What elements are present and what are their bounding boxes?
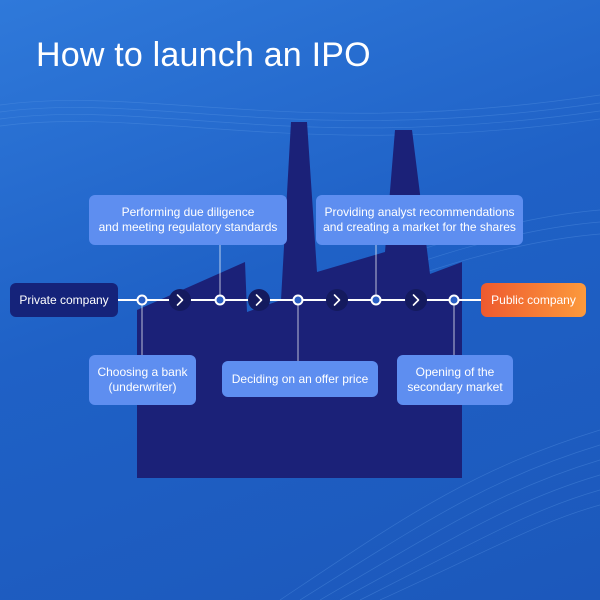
timeline-node-icon xyxy=(214,294,226,306)
end-stage-label: Public company xyxy=(491,292,576,307)
step-label: Providing analyst recommendations and cr… xyxy=(323,205,516,234)
end-stage-box: Public company xyxy=(481,283,586,317)
start-stage-label: Private company xyxy=(19,292,109,307)
step-box-offer-price: Deciding on an offer price xyxy=(222,361,378,397)
chevron-right-icon xyxy=(248,289,270,311)
chevron-right-icon xyxy=(405,289,427,311)
timeline-node-icon xyxy=(292,294,304,306)
connector-lines xyxy=(141,245,455,361)
page-title: How to launch an IPO xyxy=(36,36,371,74)
step-box-choosing-bank: Choosing a bank (underwriter) xyxy=(89,355,196,405)
chevron-right-icon xyxy=(326,289,348,311)
step-box-analyst-recommendations: Providing analyst recommendations and cr… xyxy=(316,195,523,245)
step-label: Performing due diligence and meeting reg… xyxy=(98,205,278,234)
timeline-node-icon xyxy=(370,294,382,306)
step-label: Choosing a bank (underwriter) xyxy=(97,365,188,394)
step-box-due-diligence: Performing due diligence and meeting reg… xyxy=(89,195,287,245)
timeline-node-icon xyxy=(448,294,460,306)
step-box-secondary-market: Opening of the secondary market xyxy=(397,355,513,405)
step-label: Deciding on an offer price xyxy=(231,371,369,386)
timeline-arrows xyxy=(169,289,427,311)
step-label: Opening of the secondary market xyxy=(407,365,503,394)
timeline-nodes xyxy=(136,294,460,306)
chevron-right-icon xyxy=(169,289,191,311)
start-stage-box: Private company xyxy=(10,283,118,317)
timeline-node-icon xyxy=(136,294,148,306)
